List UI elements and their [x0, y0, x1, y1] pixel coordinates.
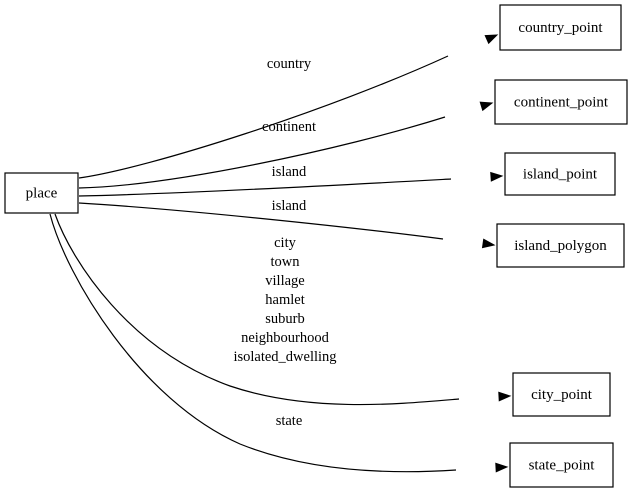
node-label-place: place	[26, 185, 58, 201]
node-label-island_polygon: island_polygon	[514, 238, 607, 254]
edges-layer	[49, 34, 512, 473]
edge-label-line: city	[274, 235, 296, 251]
edge-line	[54, 213, 460, 406]
node-box-island_polygon	[496, 223, 625, 268]
edge-label-line: suburb	[265, 311, 304, 327]
node-box-state_point	[509, 442, 614, 488]
node-label-island_point: island_point	[523, 166, 598, 182]
edge-labels-layer: country continent island island city town vill…	[233, 56, 336, 429]
edge-label-line: country	[267, 56, 312, 72]
edge-label-line: town	[271, 254, 301, 270]
edge-label-line: village	[265, 273, 304, 289]
edge-line	[78, 116, 446, 189]
node-label-city_point: city_point	[531, 387, 593, 403]
edge-label-line: island	[272, 164, 307, 180]
edge-line	[78, 55, 449, 179]
edge-arrowhead-icon	[484, 34, 499, 45]
edge-arrowhead-icon	[498, 391, 512, 402]
edge-place-to-island_point	[78, 171, 504, 197]
edge-place-to-state_point	[49, 213, 509, 473]
edge-line	[78, 178, 452, 197]
edge-label-city_point: city town village hamlet suburb neighbourhood…	[233, 235, 336, 365]
edge-label-line: isolated_dwelling	[233, 349, 336, 365]
edge-place-to-city_point	[54, 213, 512, 406]
node-box-country_point	[499, 4, 622, 51]
edge-label-island_polygon: island	[272, 198, 307, 214]
edge-label-state_point: state	[276, 413, 303, 429]
edge-line	[49, 213, 457, 473]
node-island_point[interactable]: island_point	[504, 152, 616, 196]
edge-arrowhead-icon	[481, 238, 496, 249]
edge-label-line: state	[276, 413, 303, 429]
edge-arrowhead-icon	[490, 171, 504, 182]
edge-arrowhead-icon	[479, 101, 494, 112]
node-label-continent_point: continent_point	[514, 94, 609, 110]
edge-label-line: hamlet	[265, 292, 304, 308]
edge-label-line: neighbourhood	[241, 330, 330, 346]
node-box-island_point	[504, 152, 616, 196]
node-label-state_point: state_point	[529, 457, 596, 473]
node-state_point[interactable]: state_point	[509, 442, 614, 488]
edge-line	[78, 202, 444, 240]
nodes-layer: place country_point continent_point island_…	[4, 4, 628, 488]
node-label-country_point: country_point	[518, 20, 603, 36]
edge-place-to-country_point	[78, 34, 499, 179]
node-box-place	[4, 172, 79, 214]
node-island_polygon[interactable]: island_polygon	[496, 223, 625, 268]
edge-label-continent_point: continent	[262, 119, 316, 135]
edge-arrowhead-icon	[495, 462, 509, 473]
edge-label-country_point: country	[267, 56, 312, 72]
edge-label-line: island	[272, 198, 307, 214]
edge-label-island_point: island	[272, 164, 307, 180]
node-city_point[interactable]: city_point	[512, 372, 611, 417]
node-box-city_point	[512, 372, 611, 417]
edge-place-to-island_polygon	[78, 202, 496, 249]
node-country_point[interactable]: country_point	[499, 4, 622, 51]
edge-label-line: continent	[262, 119, 316, 135]
edge-place-to-continent_point	[78, 101, 494, 189]
node-place[interactable]: place	[4, 172, 79, 214]
node-continent_point[interactable]: continent_point	[494, 79, 628, 125]
node-box-continent_point	[494, 79, 628, 125]
